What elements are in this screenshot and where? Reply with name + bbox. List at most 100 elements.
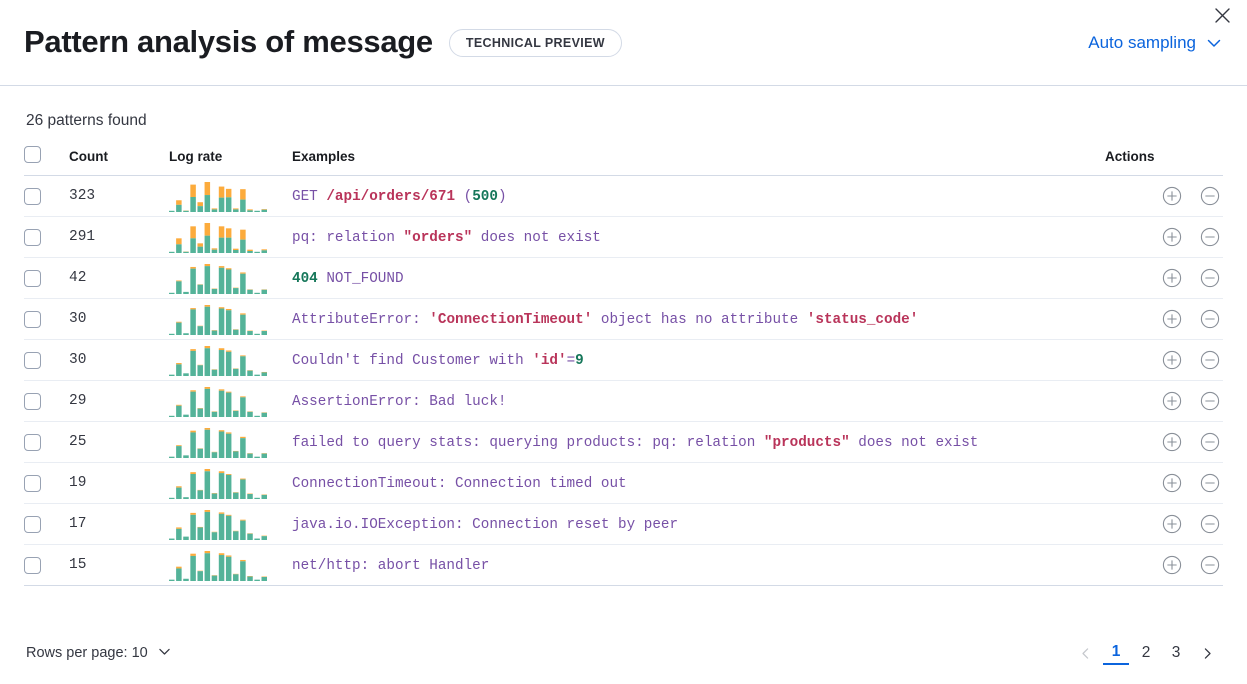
row-log-rate-sparkline (169, 216, 292, 258)
plus-in-circle-icon[interactable] (1159, 347, 1185, 373)
row-checkbox[interactable] (24, 351, 41, 369)
chevron-right-icon[interactable] (1193, 639, 1221, 667)
row-example: AttributeError: 'ConnectionTimeout' obje… (292, 298, 1105, 340)
row-checkbox[interactable] (24, 474, 41, 492)
page-number-2[interactable]: 2 (1141, 644, 1151, 661)
flyout-body: 26 patterns found Count Log rate Example… (0, 86, 1247, 586)
column-header-count[interactable]: Count (69, 146, 169, 176)
page-number-1[interactable]: 1 (1103, 641, 1129, 665)
table-header-row: Count Log rate Examples Actions (24, 146, 1223, 176)
row-actions (1105, 339, 1223, 381)
row-checkbox[interactable] (24, 392, 41, 410)
example-token: failed to query stats: querying products… (292, 435, 764, 451)
chevron-left-icon[interactable] (1071, 639, 1099, 667)
close-icon[interactable] (1209, 2, 1235, 28)
minus-in-circle-icon[interactable] (1197, 347, 1223, 373)
select-all-header (24, 146, 69, 176)
row-checkbox[interactable] (24, 187, 41, 205)
plus-in-circle-icon[interactable] (1159, 224, 1185, 250)
minus-in-circle-icon[interactable] (1197, 388, 1223, 414)
example-token: does not exist (472, 230, 601, 246)
technical-preview-badge: TECHNICAL PREVIEW (448, 28, 622, 57)
chevron-down-icon (1205, 34, 1223, 52)
row-select-cell (24, 544, 69, 586)
row-select-cell (24, 462, 69, 504)
example-token: Couldn't find Customer with (292, 353, 533, 369)
rows-per-page-dropdown[interactable]: Rows per page: 10 (26, 644, 172, 663)
example-token (455, 189, 464, 205)
page-number-3[interactable]: 3 (1171, 644, 1181, 661)
row-checkbox[interactable] (24, 556, 41, 574)
row-log-rate-sparkline (169, 544, 292, 586)
row-example: net/http: abort Handler (292, 544, 1105, 586)
row-actions (1105, 257, 1223, 299)
example-token: GET (292, 189, 327, 205)
row-checkbox[interactable] (24, 433, 41, 451)
minus-in-circle-icon[interactable] (1197, 224, 1223, 250)
row-select-cell (24, 380, 69, 422)
row-example: AssertionError: Bad luck! (292, 380, 1105, 422)
table-row[interactable]: 29 AssertionError: Bad luck! (24, 380, 1223, 422)
minus-in-circle-icon[interactable] (1197, 306, 1223, 332)
minus-in-circle-icon[interactable] (1197, 470, 1223, 496)
row-log-rate-sparkline (169, 421, 292, 463)
minus-in-circle-icon[interactable] (1197, 429, 1223, 455)
row-checkbox[interactable] (24, 269, 41, 287)
example-token: 'ConnectionTimeout' (429, 312, 593, 328)
row-count: 30 (69, 339, 169, 381)
row-example: ConnectionTimeout: Connection timed out (292, 462, 1105, 504)
row-log-rate-sparkline (169, 503, 292, 545)
column-header-log-rate[interactable]: Log rate (169, 146, 292, 176)
row-select-cell (24, 298, 69, 340)
plus-in-circle-icon[interactable] (1159, 388, 1185, 414)
row-actions (1105, 380, 1223, 422)
row-checkbox[interactable] (24, 310, 41, 328)
row-count: 29 (69, 380, 169, 422)
rows-per-page-label: Rows per page: 10 (26, 645, 148, 661)
auto-sampling-dropdown[interactable]: Auto sampling (1088, 33, 1223, 53)
row-count: 30 (69, 298, 169, 340)
page-title: Pattern analysis of message (24, 24, 433, 60)
row-count: 19 (69, 462, 169, 504)
table-row[interactable]: 30 AttributeError: 'ConnectionTimeout' ob… (24, 298, 1223, 340)
select-all-checkbox[interactable] (24, 146, 41, 163)
minus-in-circle-icon[interactable] (1197, 511, 1223, 537)
row-checkbox[interactable] (24, 515, 41, 533)
row-select-cell (24, 216, 69, 258)
plus-in-circle-icon[interactable] (1159, 429, 1185, 455)
row-count: 17 (69, 503, 169, 545)
row-actions (1105, 462, 1223, 504)
patterns-found-count: 26 patterns found (26, 112, 147, 129)
row-checkbox[interactable] (24, 228, 41, 246)
plus-in-circle-icon[interactable] (1159, 470, 1185, 496)
row-select-cell (24, 175, 69, 217)
plus-in-circle-icon[interactable] (1159, 306, 1185, 332)
example-token: ( (463, 189, 473, 205)
row-example: 404 NOT_FOUND (292, 257, 1105, 299)
minus-in-circle-icon[interactable] (1197, 552, 1223, 578)
column-header-examples[interactable]: Examples (292, 146, 1105, 176)
example-token: ) (497, 189, 507, 205)
minus-in-circle-icon[interactable] (1197, 265, 1223, 291)
plus-in-circle-icon[interactable] (1159, 511, 1185, 537)
example-token: does not exist (849, 435, 979, 451)
plus-in-circle-icon[interactable] (1159, 183, 1185, 209)
plus-in-circle-icon[interactable] (1159, 265, 1185, 291)
plus-in-circle-icon[interactable] (1159, 552, 1185, 578)
table-header: Count Log rate Examples Actions (24, 146, 1223, 176)
minus-in-circle-icon[interactable] (1197, 183, 1223, 209)
example-token: /api/orders/671 (326, 189, 456, 205)
table-row[interactable]: 19 ConnectionTimeout: Connection timed ou… (24, 462, 1223, 504)
example-token: 'status_code' (806, 312, 919, 328)
row-actions (1105, 544, 1223, 586)
